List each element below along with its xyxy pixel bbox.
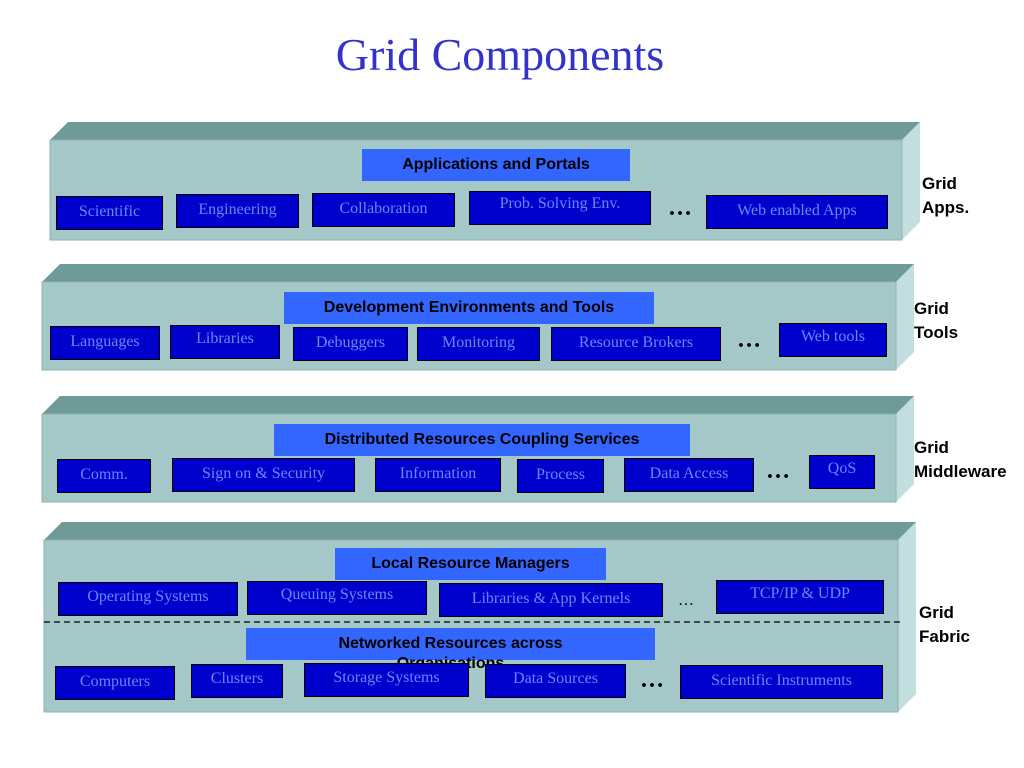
ellipsis: … xyxy=(737,327,761,353)
item-computers: Computers xyxy=(55,666,175,700)
item-process: Process xyxy=(517,459,604,493)
label-line: Grid xyxy=(914,438,949,457)
item-web-enabled-apps: Web enabled Apps xyxy=(706,195,888,229)
item-engineering: Engineering xyxy=(176,194,299,228)
header-text: Networked Resources across Organisations xyxy=(338,635,563,672)
item-scientific-instruments: Scientific Instruments xyxy=(680,665,883,699)
header-distributed-resources: Distributed Resources Coupling Services xyxy=(274,424,690,456)
label-line: Fabric xyxy=(919,627,971,646)
item-storage-systems: Storage Systems xyxy=(304,663,469,697)
item-data-sources: Data Sources xyxy=(485,664,626,698)
item-comm: Comm. xyxy=(57,459,151,493)
label-grid-apps: Grid Apps. xyxy=(922,172,969,220)
header-dev-environments-tools: Development Environments and Tools xyxy=(284,292,654,324)
item-debuggers: Debuggers xyxy=(293,327,408,361)
label-line: Middleware xyxy=(914,462,1007,481)
item-monitoring: Monitoring xyxy=(417,327,540,361)
header-local-resource-managers: Local Resource Managers xyxy=(335,548,606,580)
label-grid-tools: Grid Tools xyxy=(914,297,958,345)
label-line: Tools xyxy=(914,323,959,342)
header-networked-resources: Networked Resources across Organisations xyxy=(246,628,655,672)
item-languages: Languages xyxy=(50,326,160,360)
label-grid-fabric: Grid Fabric xyxy=(919,601,970,649)
item-libraries-app-kernels: Libraries & App Kernels xyxy=(439,583,663,617)
item-collaboration: Collaboration xyxy=(312,193,455,227)
label-line: Grid xyxy=(914,299,949,318)
ellipsis: … xyxy=(640,667,664,693)
item-tcp-ip-udp: TCP/IP & UDP xyxy=(716,580,884,614)
item-queuing-systems: Queuing Systems xyxy=(247,581,427,615)
header-applications-portals: Applications and Portals xyxy=(362,149,630,181)
label-line: Grid xyxy=(922,174,957,193)
label-line: Grid xyxy=(919,603,954,622)
item-qos: QoS xyxy=(809,455,875,489)
page-title: Grid Components xyxy=(335,29,665,80)
item-scientific: Scientific xyxy=(56,196,163,230)
ellipsis: … xyxy=(678,592,694,609)
item-operating-systems: Operating Systems xyxy=(58,582,238,616)
item-information: Information xyxy=(375,458,501,492)
item-web-tools: Web tools xyxy=(779,323,887,357)
label-line: Apps. xyxy=(922,198,970,217)
item-prob-solving-env: Prob. Solving Env. xyxy=(469,191,651,225)
item-resource-brokers: Resource Brokers xyxy=(551,327,721,361)
item-sign-on-security: Sign on & Security xyxy=(172,458,355,492)
ellipsis: … xyxy=(766,458,790,484)
item-clusters: Clusters xyxy=(191,664,283,698)
item-libraries: Libraries xyxy=(170,325,280,359)
label-grid-middleware: Grid Middleware xyxy=(914,436,1007,484)
ellipsis: … xyxy=(668,195,692,221)
item-data-access: Data Access xyxy=(624,458,754,492)
